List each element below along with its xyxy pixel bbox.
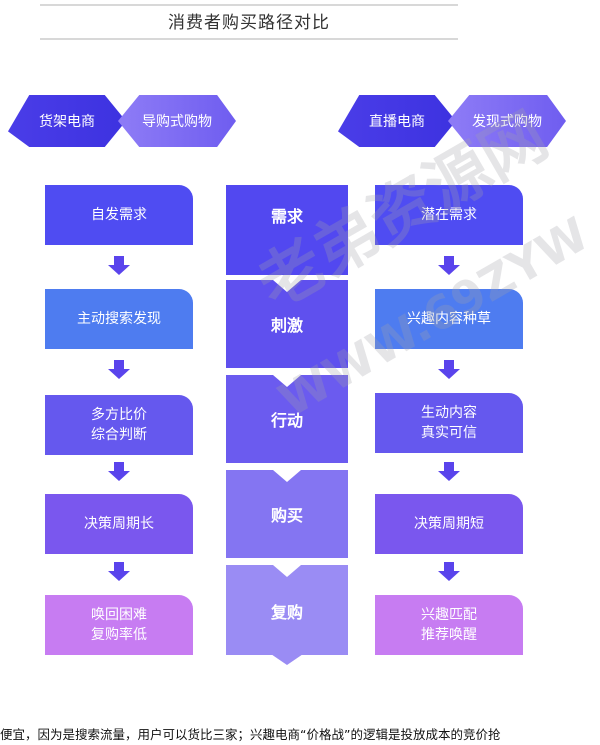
stage-repurchase: 复购 [226,565,348,665]
top-rule [40,4,458,6]
stage-action: 行动 [226,375,348,463]
right-step-1: 潜在需求 [375,185,523,245]
right-step-5: 兴趣匹配推荐唤醒 [375,595,523,655]
right-step-2: 兴趣内容种草 [375,289,523,349]
stage-purchase: 购买 [226,470,348,558]
right-header-secondary: 发现式购物 [448,95,566,147]
diagram-title: 消费者购买路径对比 [168,13,330,33]
stage-stimulus: 刺激 [226,280,348,368]
footer-text: 便宜，因为是搜索流量，用户可以货比三家；兴趣电商“价格战”的逻辑是投放成本的竞价… [0,727,501,742]
title-rule [40,38,458,40]
left-step-4: 决策周期长 [45,494,193,554]
right-step-3: 生动内容真实可信 [375,393,523,453]
left-step-5: 唤回困难复购率低 [45,595,193,655]
left-step-1: 自发需求 [45,185,193,245]
right-step-4: 决策周期短 [375,494,523,554]
left-step-2: 主动搜索发现 [45,289,193,349]
stage-demand: 需求 [226,185,348,275]
left-header-secondary: 导购式购物 [118,95,236,147]
left-header-primary: 货架电商 [8,95,126,147]
left-step-3: 多方比价综合判断 [45,395,193,455]
right-header-primary: 直播电商 [338,95,456,147]
